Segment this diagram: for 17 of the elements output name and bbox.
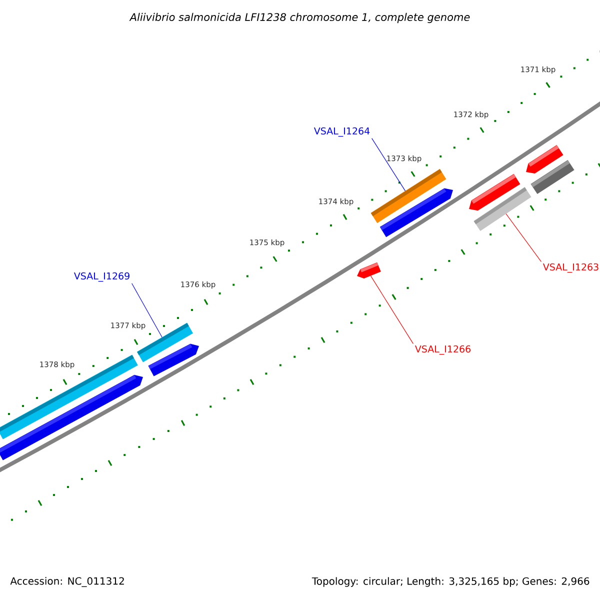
gene-bar [357, 262, 381, 278]
leader-line [132, 283, 162, 338]
title: Aliivibrio salmonicida LFI1238 chromosome 1, complete genome [129, 12, 470, 24]
gene-bar [526, 145, 564, 174]
gene-label: VSAL_I1263 [542, 263, 598, 273]
gene-bar [0, 374, 143, 460]
leader-line [370, 276, 414, 344]
accession-text: Accession: NC_011312 [10, 577, 124, 587]
gene-bar [530, 160, 574, 194]
gene-bar [148, 344, 199, 376]
gene-bar [380, 188, 453, 238]
gene-label: VSAL_I1266 [414, 345, 470, 355]
gene-bar [474, 187, 532, 231]
leader-line [372, 138, 406, 192]
gene-label: VSAL_I1264 [314, 127, 370, 137]
genome-summary-text: Topology: circular; Length: 3,325,165 bp; Genes: 2,966 [312, 577, 590, 587]
gene-label: VSAL_I1269 [74, 272, 130, 282]
